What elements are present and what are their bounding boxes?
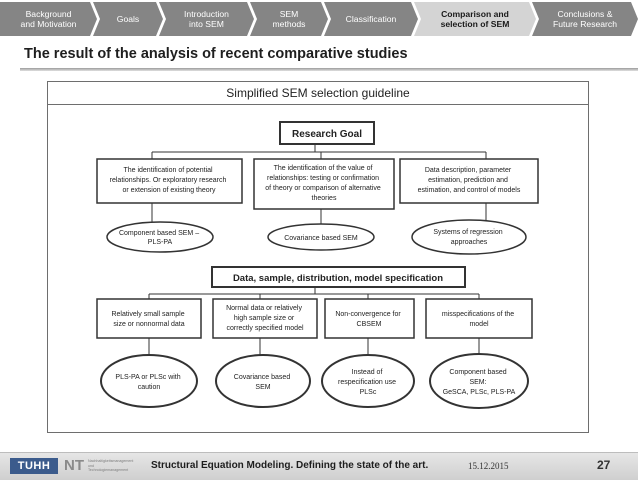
outcome-text-covariance: Covariance based SEM (234, 374, 292, 391)
figure-heading: Simplified SEM selection guideline (48, 82, 588, 105)
outcome-ellipse-component (429, 353, 529, 409)
nav-tab-comparison[interactable]: Comparison and selection of SEM (414, 2, 536, 36)
nt-logo: NT (64, 457, 84, 474)
outcome-text-plsc: Instead of respecification use PLSc (338, 369, 398, 396)
condition-text-non-convergence: Non-convergence for CBSEM (335, 311, 402, 328)
condition-box-small-sample (96, 298, 202, 339)
slide-footer: TUHH NT Nachhaltigkeitsmanagement und Te… (0, 452, 638, 480)
nav-tab-introduction[interactable]: Introduction into SEM (159, 2, 254, 36)
flowchart-figure: Simplified SEM selection guideline (47, 81, 589, 433)
page-number: 27 (597, 458, 611, 472)
goal-box-confirmation (253, 158, 395, 210)
nav-tab-label: Goals (116, 14, 140, 24)
sem-selection-flowchart: Research Goal The identification of pote… (96, 121, 539, 409)
nav-tab-background[interactable]: Background and Motivation (0, 2, 97, 36)
condition-box-misspecification (425, 298, 533, 339)
outcome-text-component: Component based SEM: GeSCA, PLSc, PLS-PA (443, 369, 516, 396)
condition-box-normal-data (212, 298, 318, 339)
nav-tab-sem-methods[interactable]: SEM methods (250, 2, 328, 36)
outcome-ellipse-covariance (215, 354, 311, 408)
research-goal-label: Research Goal (292, 129, 362, 140)
research-goal-box (279, 121, 375, 145)
condition-text-small-sample: Relatively small sample size or nonnorma… (111, 311, 186, 328)
condition-text-normal-data: Normal data or relatively high sample si… (226, 305, 304, 332)
method-ellipse-regression (411, 219, 527, 255)
method-ellipse-covariance (267, 223, 375, 251)
method-text-regression: Systems of regression approaches (433, 229, 504, 246)
goal-box-description (399, 158, 539, 204)
nav-tab-label: SEM methods (272, 9, 306, 29)
slide-title: The result of the analysis of recent com… (24, 46, 408, 62)
method-text-component: Component based SEM – PLS-PA (119, 230, 201, 246)
goal-text-description: Data description, parameter estimation, … (418, 167, 521, 194)
specification-box (211, 266, 466, 288)
goal-text-confirmation: The identification of the value of relat… (265, 165, 383, 202)
nav-tab-conclusions[interactable]: Conclusions & Future Research (532, 2, 638, 36)
nav-tab-classification[interactable]: Classification (324, 2, 418, 36)
specification-label: Data, sample, distribution, model specif… (233, 273, 443, 284)
goal-box-exploratory (96, 158, 243, 204)
tuhh-logo: TUHH (10, 458, 58, 474)
footer-date: 15.12.2015 (468, 461, 509, 471)
outcome-ellipse-plspa (100, 354, 198, 408)
outcome-ellipse-plsc (321, 354, 415, 408)
nav-tab-label: Classification (345, 14, 397, 24)
footer-title: Structural Equation Modeling. Defining t… (151, 460, 429, 471)
nav-tab-label: Comparison and selection of SEM (440, 9, 510, 29)
condition-text-misspecification: misspecifications of the model (442, 311, 516, 328)
nav-tab-label: Conclusions & Future Research (552, 9, 617, 29)
nav-tab-label: Background and Motivation (20, 9, 77, 29)
nav-tab-goals[interactable]: Goals (93, 2, 163, 36)
condition-box-non-convergence (324, 298, 415, 339)
nav-tab-label: Introduction into SEM (184, 9, 229, 29)
outcome-text-plspa: PLS-PA or PLSc with caution (115, 374, 182, 391)
goal-text-exploratory: The identification of potential relation… (110, 167, 229, 194)
method-text-covariance: Covariance based SEM (284, 235, 358, 242)
section-navigation: Background and Motivation Goals Introduc… (0, 0, 638, 38)
title-divider (20, 68, 638, 71)
method-ellipse-component (106, 221, 214, 253)
nt-logo-text: Nachhaltigkeitsmanagement und Technologi… (88, 459, 134, 473)
